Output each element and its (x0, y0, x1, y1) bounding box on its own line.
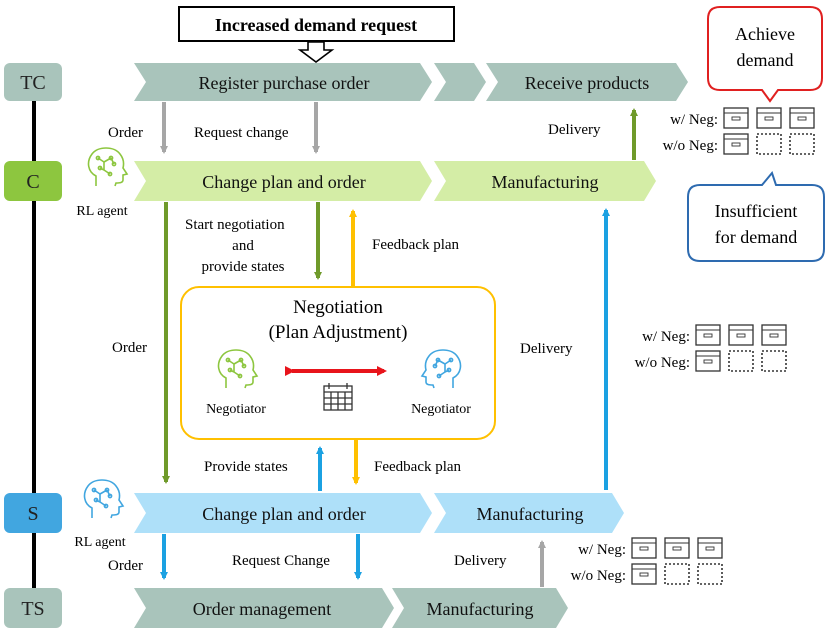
label-provide-states: Provide states (204, 459, 288, 475)
label-start-negotiation-2: and (232, 238, 254, 254)
svg-text:Manufacturing: Manufacturing (492, 172, 599, 192)
tc-chevron-spacer (434, 63, 486, 101)
svg-text:Increased demand request: Increased demand request (215, 15, 417, 35)
label-delivery-s-c: Delivery (520, 341, 573, 357)
legend-without-neg-label: w/o Neg: (635, 355, 690, 371)
label-start-negotiation-1: Start negotiation (185, 217, 285, 233)
svg-text:S: S (27, 503, 38, 525)
svg-text:Order management: Order management (193, 599, 331, 619)
svg-text:TC: TC (20, 72, 46, 94)
tc-chevron-receive: Receive products (486, 63, 688, 101)
svg-text:Change plan and order: Change plan and order (202, 504, 365, 524)
inventory-legend-middle: w/ Neg: w/o Neg: (635, 324, 787, 372)
s-chevron-manufacturing: Manufacturing (434, 493, 624, 533)
svg-text:Achieve: Achieve (735, 24, 795, 44)
label-delivery-ts-s: Delivery (454, 553, 507, 569)
empty-box-icon (789, 133, 815, 155)
svg-text:Change plan and order: Change plan and order (202, 172, 365, 192)
box-icon (728, 324, 754, 346)
empty-box-icon (664, 563, 690, 585)
svg-text:Manufacturing: Manufacturing (477, 504, 584, 524)
c-chevron-manufacturing: Manufacturing (434, 161, 656, 201)
demand-request-box: Increased demand request (178, 6, 455, 63)
ts-chevron-manufacturing: Manufacturing (392, 588, 568, 628)
negotiation-title: Negotiation (293, 297, 383, 318)
row-label-ts: TS (4, 588, 62, 628)
svg-text:Receive products: Receive products (525, 73, 649, 93)
box-icon (756, 107, 782, 129)
s-chevron-change-plan: Change plan and order (134, 493, 432, 533)
legend-with-neg-label: w/ Neg: (642, 329, 690, 345)
svg-text:RL agent: RL agent (74, 535, 125, 550)
label-feedback-plan-bottom: Feedback plan (374, 459, 462, 475)
title-down-arrow (297, 41, 335, 63)
row-label-c: C (4, 161, 62, 201)
s-rl-agent: RL agent (74, 479, 126, 550)
label-order-tc-c: Order (108, 125, 143, 141)
empty-box-icon (756, 133, 782, 155)
legend-without-neg-label: w/o Neg: (571, 568, 626, 584)
label-start-negotiation-3: provide states (202, 259, 285, 275)
svg-text:C: C (26, 171, 39, 193)
c-chevron-change-plan: Change plan and order (134, 161, 432, 201)
negotiation-box: Negotiation (Plan Adjustment) Negotiator… (180, 286, 496, 440)
label-request-change-s-ts: Request Change (232, 553, 330, 569)
box-icon (664, 537, 690, 559)
svg-text:for demand: for demand (715, 227, 797, 247)
box-icon (761, 324, 787, 346)
empty-box-icon (761, 350, 787, 372)
box-icon (631, 537, 657, 559)
svg-text:Manufacturing: Manufacturing (427, 599, 534, 619)
label-request-change-tc-c: Request change (194, 125, 289, 141)
box-icon (723, 133, 749, 155)
inventory-legend-top: w/ Neg: w/o Neg: (663, 107, 815, 155)
calendar-icon (323, 383, 353, 411)
inventory-legend-bottom: w/ Neg: w/o Neg: (571, 537, 723, 585)
row-label-s: S (4, 493, 62, 533)
callout-achieve-demand: Achieve demand (707, 6, 823, 103)
legend-with-neg-label: w/ Neg: (670, 112, 718, 128)
svg-text:TS: TS (21, 598, 44, 620)
negotiation-subtitle: (Plan Adjustment) (269, 322, 408, 343)
box-icon (695, 350, 721, 372)
legend-with-neg-label: w/ Neg: (578, 542, 626, 558)
empty-box-icon (697, 563, 723, 585)
box-icon (631, 563, 657, 585)
label-feedback-plan-top: Feedback plan (372, 237, 460, 253)
row-label-tc: TC (4, 63, 62, 101)
callout-insufficient-demand: Insufficient for demand (687, 170, 825, 262)
label-delivery-c-tc: Delivery (548, 122, 601, 138)
svg-text:demand: demand (737, 50, 794, 70)
box-icon (695, 324, 721, 346)
box-icon (723, 107, 749, 129)
legend-without-neg-label: w/o Neg: (663, 138, 718, 154)
brain-head-icon (87, 147, 128, 187)
ts-chevron-order-management: Order management (134, 588, 394, 628)
negotiator-left-label: Negotiator (206, 402, 266, 417)
box-icon (697, 537, 723, 559)
label-order-s-ts: Order (108, 558, 143, 574)
svg-text:RL agent: RL agent (76, 204, 127, 219)
negotiator-right-label: Negotiator (411, 402, 471, 417)
c-rl-agent: RL agent (76, 147, 128, 219)
svg-text:Insufficient: Insufficient (715, 201, 798, 221)
empty-box-icon (728, 350, 754, 372)
label-order-c-s: Order (112, 340, 147, 356)
tc-chevron-register: Register purchase order (134, 63, 432, 101)
brain-head-icon (83, 479, 124, 519)
svg-text:Register purchase order: Register purchase order (199, 73, 370, 93)
box-icon (789, 107, 815, 129)
